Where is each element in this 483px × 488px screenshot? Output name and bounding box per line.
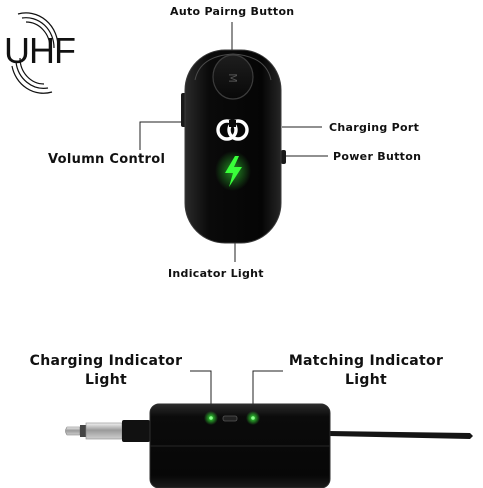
- power-button[interactable]: [281, 150, 286, 164]
- label-matching-indicator-line2: Light: [345, 372, 387, 388]
- label-indicator-light: Indicator Light: [168, 267, 264, 280]
- label-charging-indicator-light: Charging Indicator Light: [24, 352, 188, 390]
- logo-text: UHF: [4, 30, 76, 71]
- leader-matching-indicator: [252, 370, 283, 412]
- auto-pairing-button[interactable]: [212, 54, 254, 100]
- label-power-button: Power Button: [333, 150, 422, 163]
- leader-volume: [139, 121, 184, 150]
- leader-charging-indicator: [190, 370, 212, 412]
- label-charging-indicator-line2: Light: [85, 372, 127, 388]
- svg-text:M: M: [226, 73, 239, 83]
- lightning-bolt-icon: [225, 156, 242, 187]
- co-logo-icon: [216, 119, 249, 141]
- audio-jack-plug: [65, 420, 150, 442]
- label-charging-indicator-line1: Charging Indicator: [29, 353, 183, 369]
- label-volume-control: Volumn Control: [48, 152, 166, 167]
- transmitter-body: [184, 49, 282, 244]
- label-matching-indicator-light: Matching Indicator Light: [284, 352, 448, 390]
- label-charging-port: Charging Port: [329, 121, 420, 134]
- receiver-charging-port: [222, 415, 238, 422]
- uhf-wave-icon: [11, 12, 59, 94]
- antenna: [329, 431, 473, 439]
- label-matching-indicator-line1: Matching Indicator: [288, 353, 444, 369]
- label-auto-pairing-button: Auto Pairng Button: [170, 5, 295, 18]
